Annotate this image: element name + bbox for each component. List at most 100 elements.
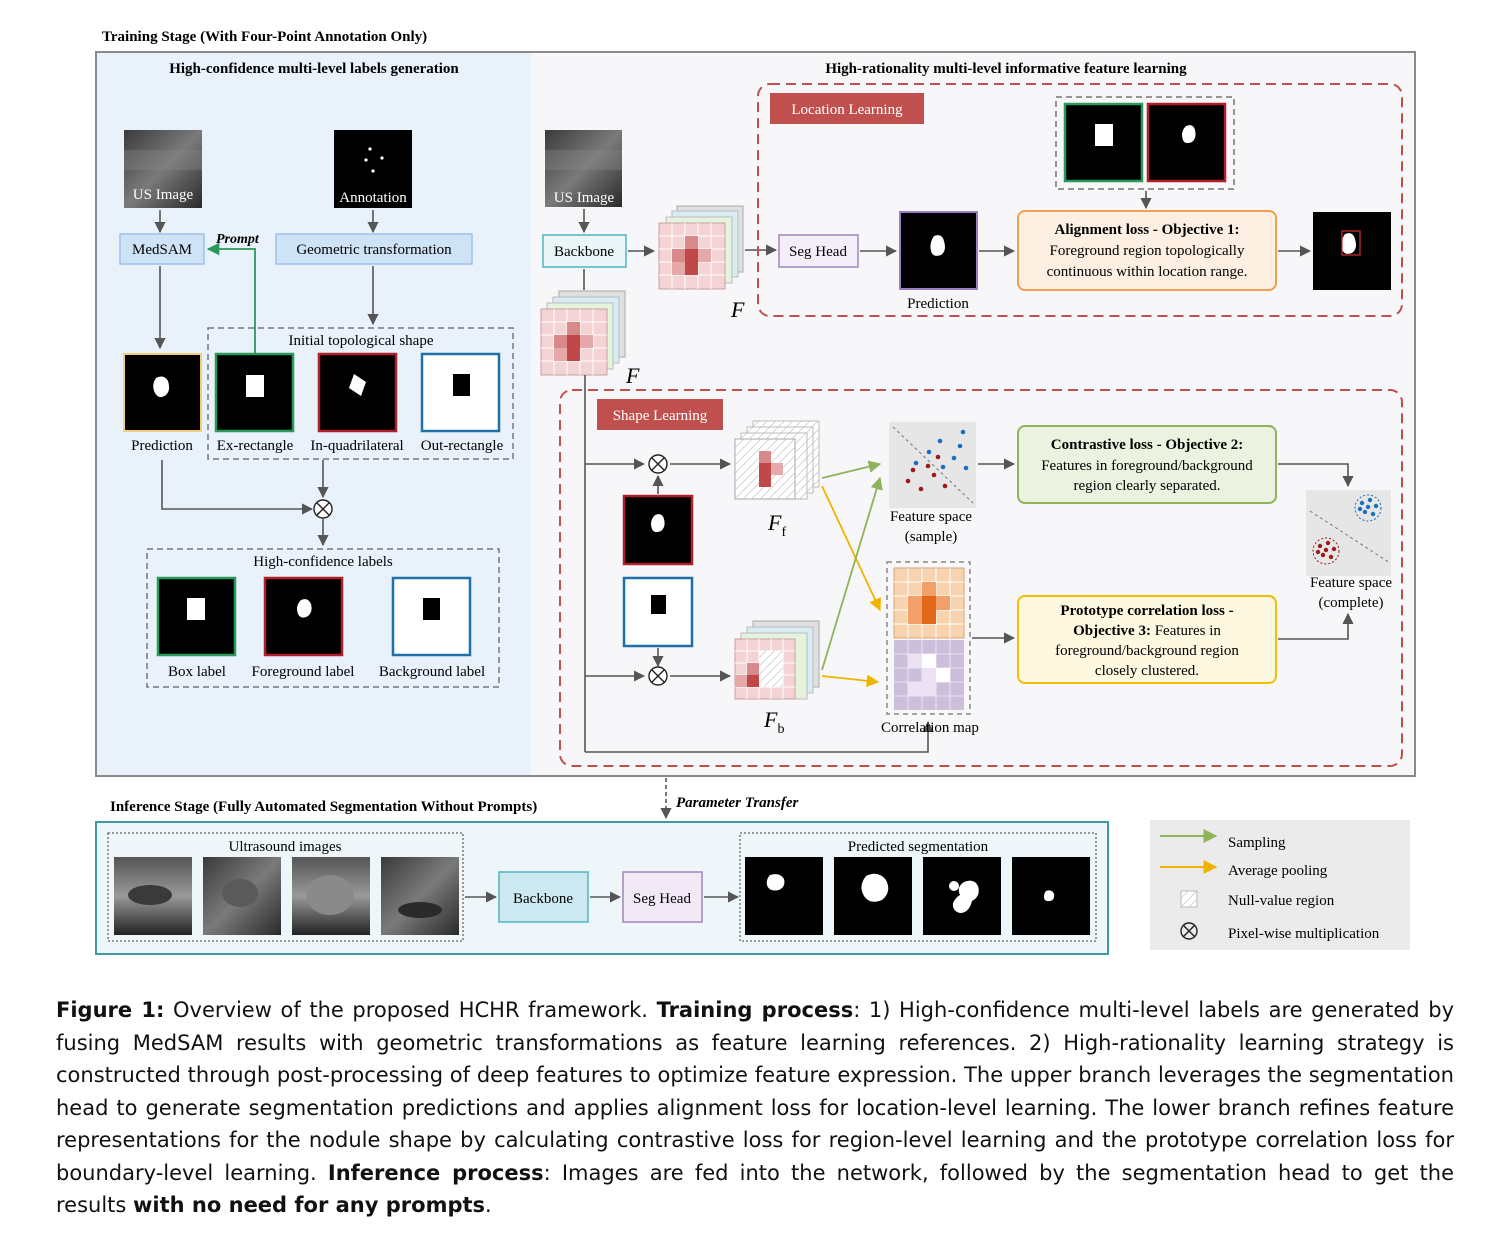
us-image-thumb: US Image: [124, 130, 202, 208]
feature-space-complete: [1306, 490, 1391, 576]
alignment-output-mask: [1313, 212, 1391, 290]
caption-fig-label: Figure 1:: [56, 998, 165, 1022]
backbone-box-train: [542, 234, 627, 268]
hchr-framework-diagram: Training Stage (With Four-Point Annotati…: [95, 29, 1416, 955]
shape-learning-tag: [597, 399, 723, 430]
Ff-label: Ff: [767, 510, 786, 540]
inference-stage-title: Inference Stage (Fully Automated Segment…: [110, 799, 537, 815]
feature-space-sample: [889, 422, 976, 508]
legend-null-swatch: [1180, 890, 1198, 908]
box-label-mask: [156, 576, 237, 657]
background-label-mask: [391, 576, 472, 657]
caption-bold-1: Training process: [656, 998, 854, 1022]
feature-space-sample-l2: (sample): [905, 529, 957, 545]
prototype-line1: Objective 3: Features in: [1073, 623, 1221, 639]
in-quadrilateral-label: In-quadrilateral: [310, 438, 403, 454]
legend-pixel-mult-icon: [1180, 922, 1198, 940]
box-label-text: Box label: [168, 664, 226, 680]
shape-learning-group: [559, 389, 1403, 767]
initial-shape-group: [207, 327, 514, 460]
alignment-line1: Foreground region topologically: [1050, 243, 1245, 259]
prototype-line2: foreground/background region: [1055, 643, 1239, 659]
backbone-label-infer: Backbone: [513, 891, 573, 907]
legend-sampling-label: Sampling: [1228, 835, 1286, 851]
figure-caption: Figure 1: Overview of the proposed HCHR …: [56, 994, 1454, 1222]
correlation-map-label: Correlation map: [881, 720, 979, 736]
ultrasound-image-1: [114, 857, 192, 935]
feature-F-left: F: [625, 363, 640, 388]
legend-box: [1150, 820, 1410, 950]
alignment-line2: continuous within location range.: [1047, 264, 1248, 280]
feature-space-complete-l1: Feature space: [1310, 575, 1392, 591]
caption-bold-2: Inference process: [327, 1160, 544, 1185]
contrastive-title: Contrastive loss - Objective 2:: [1051, 437, 1243, 453]
prompt-arrow: [206, 242, 256, 354]
contrastive-loss-box: [1017, 425, 1277, 504]
location-learning-group: [757, 83, 1403, 317]
contrastive-line2: region clearly separated.: [1073, 478, 1220, 494]
high-conf-title: High-confidence labels: [253, 554, 393, 570]
out-rectangle-label: Out-rectangle: [421, 438, 504, 454]
alignment-targets-group: [1055, 96, 1235, 190]
feature-F-top: F: [730, 297, 745, 322]
caption-text-1: Overview of the proposed HCHR framework.: [164, 998, 657, 1022]
ultrasound-image-4: [381, 857, 459, 935]
training-stage-title: Training Stage (With Four-Point Annotati…: [102, 29, 427, 45]
bg-mask-shape: [622, 576, 694, 648]
seg-head-label-infer: Seg Head: [633, 891, 691, 907]
prototype-line3: closely clustered.: [1095, 663, 1199, 679]
annotation-label: Annotation: [339, 190, 407, 206]
foreground-label-text: Foreground label: [252, 664, 355, 680]
ultrasound-images-label: Ultrasound images: [229, 839, 342, 855]
location-learning-tag: [770, 93, 924, 124]
prediction-label-left: Prediction: [131, 438, 193, 454]
backbone-box-infer: [498, 871, 589, 923]
correlation-map-bottom: [894, 640, 964, 710]
predicted-mask-3: [923, 857, 1001, 935]
left-panel-title: High-confidence multi-level labels gener…: [169, 61, 459, 77]
high-confidence-labels-group: [146, 548, 500, 688]
alignment-loss-box: [1017, 210, 1277, 291]
annotation-thumb: Annotation: [334, 130, 412, 208]
caption-text-4: .: [485, 1193, 492, 1217]
us-image-label-right: US Image: [554, 190, 615, 206]
geometric-transformation-box: [275, 233, 473, 265]
prediction-mask-right: [899, 211, 978, 290]
pixel-mult-op-bg: [648, 666, 668, 686]
alignment-fg-mask: [1146, 102, 1227, 183]
contrastive-line1: Features in foreground/background: [1041, 458, 1253, 474]
geometric-transformation-label: Geometric transformation: [296, 242, 452, 258]
correlation-map-top: [893, 567, 965, 639]
seg-head-label-train: Seg Head: [789, 244, 847, 260]
caption-bold-3: with no need for any prompts: [133, 1193, 486, 1217]
legend-pixel-mult-label: Pixel-wise multiplication: [1228, 926, 1380, 942]
prototype-title1: Prototype correlation loss -: [1060, 603, 1233, 619]
legend-null-label: Null-value region: [1228, 893, 1335, 909]
right-panel-title: High-rationality multi-level informative…: [825, 61, 1187, 77]
predicted-segmentation-label: Predicted segmentation: [848, 839, 989, 855]
feature-space-sample-l1: Feature space: [890, 509, 972, 525]
backbone-label-train: Backbone: [554, 244, 614, 260]
ultrasound-image-3: [292, 857, 370, 935]
pooling-arrow-fg: [821, 485, 881, 612]
ex-rectangle-mask: [214, 352, 295, 433]
initial-shape-title: Initial topological shape: [289, 333, 434, 349]
background-feature-stack: [734, 620, 820, 700]
out-rectangle-mask: [420, 352, 501, 433]
background-label-text: Background label: [379, 664, 485, 680]
us-image-thumb-right: US Image: [545, 130, 622, 207]
shape-learning-label: Shape Learning: [613, 408, 708, 424]
pixel-mult-op-left: [313, 499, 333, 519]
fg-mask-shape: [622, 494, 694, 566]
sampling-arrow-bg: [821, 476, 883, 671]
predicted-mask-1: [745, 857, 823, 935]
prediction-mask: [123, 353, 202, 432]
prompt-label: Prompt: [216, 232, 260, 247]
ex-rectangle-label: Ex-rectangle: [217, 438, 294, 454]
feature-space-complete-l2: (complete): [1319, 595, 1384, 611]
parameter-transfer-label: Parameter Transfer: [676, 795, 799, 811]
in-quadrilateral-mask: [317, 352, 398, 433]
prototype-loss-box: [1017, 595, 1277, 684]
predicted-segmentation-group: [739, 832, 1097, 942]
ultrasound-images-group: [107, 832, 464, 942]
